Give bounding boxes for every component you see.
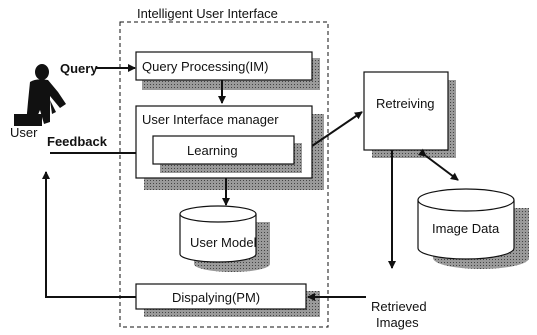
retrieving-imagedata-arrow [418, 148, 459, 181]
iui-title: Intelligent User Interface [137, 6, 278, 21]
image-data-cylinder: Image Data [417, 188, 529, 269]
retrieving-box: Retreiving [363, 71, 456, 158]
user-figure-icon [14, 64, 66, 126]
displaying-box: Dispalying(PM) [135, 283, 320, 317]
query-processing-box: Query Processing(IM) [135, 51, 320, 90]
user-label: User [10, 125, 38, 140]
learning-box: Learning [152, 135, 302, 173]
displaying-label: Dispalying(PM) [172, 290, 260, 305]
iui-container [119, 21, 329, 328]
user-model-cylinder: User Model [179, 205, 270, 272]
learning-label: Learning [187, 143, 238, 158]
image-data-label: Image Data [432, 221, 500, 236]
retrieved-label-line1: Retrieved [371, 299, 427, 314]
query-label: Query [60, 61, 98, 76]
ui-manager-label: User Interface manager [142, 112, 279, 127]
retrieving-label: Retreiving [376, 96, 435, 111]
user-model-label: User Model [190, 235, 257, 250]
query-processing-label: Query Processing(IM) [142, 59, 268, 74]
retrieved-label-line2: Images [376, 315, 419, 330]
learning-to-retrieving-arrow [311, 111, 363, 147]
feedback-label: Feedback [47, 134, 108, 149]
display-to-user-arrow [42, 171, 136, 298]
